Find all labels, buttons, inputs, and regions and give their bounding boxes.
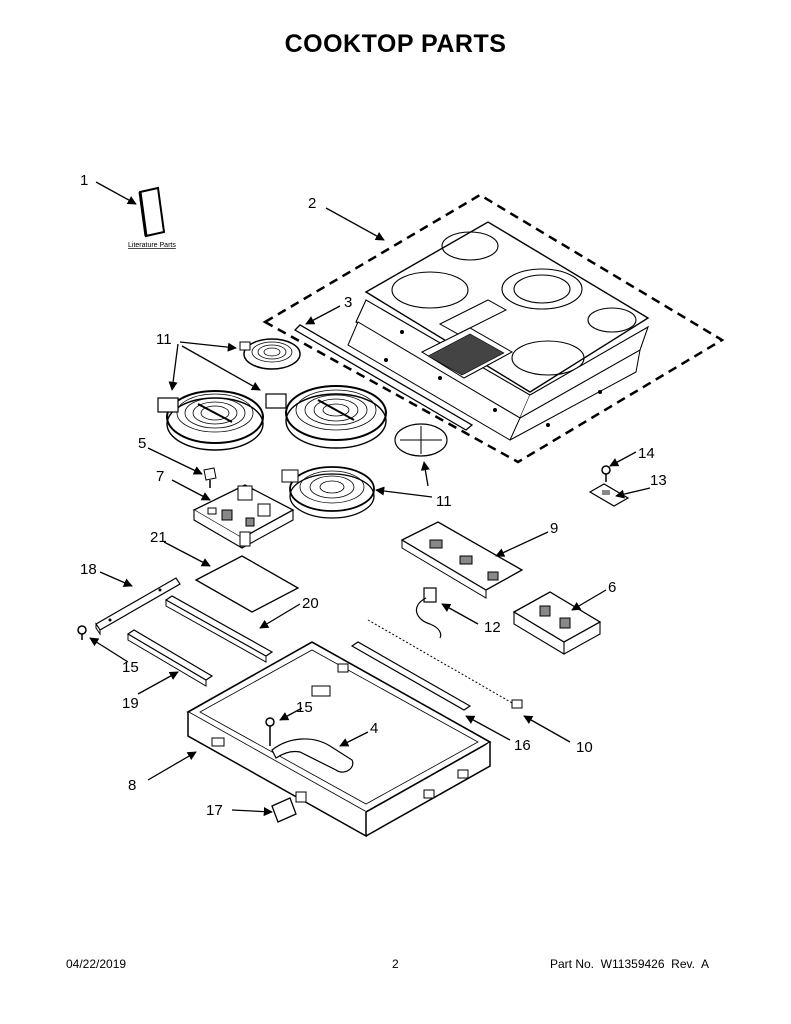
callout-1: 1 — [80, 172, 88, 189]
radiant-element-left — [157, 390, 264, 451]
support-bracket-20 — [164, 595, 274, 663]
radiant-element-center — [265, 385, 387, 449]
radiant-element-small — [239, 338, 301, 370]
radiant-element-rear — [281, 466, 375, 519]
wire-assembly — [367, 619, 523, 709]
callout-16: 16 — [514, 737, 531, 754]
literature-parts-icon: Literature Parts — [128, 186, 176, 249]
callout-12: 12 — [484, 619, 501, 636]
trim-strip — [293, 324, 474, 431]
callout-10: 10 — [576, 739, 593, 756]
burner-box — [186, 641, 492, 838]
screw-14 — [601, 465, 611, 482]
footer-part-number: Part No. W11359426 Rev. A — [550, 957, 709, 971]
support-bracket-19 — [126, 629, 214, 687]
callout-3: 3 — [344, 294, 352, 311]
wiring-harness — [415, 587, 442, 639]
page-title: COOKTOP PARTS — [284, 30, 507, 58]
relay-board — [512, 591, 602, 655]
bracket-clip — [271, 797, 297, 823]
callout-20: 20 — [302, 595, 319, 612]
footer-date: 04/22/2019 — [66, 957, 127, 971]
mounting-bracket — [271, 738, 354, 773]
callout-2: 2 — [308, 195, 316, 212]
callout-6: 6 — [608, 579, 616, 596]
callout-5: 5 — [138, 435, 146, 452]
screw-15b — [265, 717, 275, 746]
callout-4: 4 — [370, 720, 378, 737]
screw-15a — [77, 625, 87, 640]
callout-8: 8 — [128, 777, 136, 794]
callout-13: 13 — [650, 472, 667, 489]
glass-cooktop-assembly — [262, 193, 725, 464]
footer-page-number: 2 — [392, 957, 399, 971]
control-board — [192, 484, 295, 549]
callout-17: 17 — [206, 802, 223, 819]
callout-18: 18 — [80, 561, 97, 578]
callout-21: 21 — [150, 529, 167, 546]
callout-15-left: 15 — [122, 659, 139, 676]
insulation-plate — [194, 555, 300, 613]
callout-14: 14 — [638, 445, 655, 462]
keypad-board — [400, 521, 524, 599]
callout-11-top: 11 — [156, 331, 172, 348]
callout-19: 19 — [122, 695, 139, 712]
sensor-part — [203, 467, 217, 488]
foam-strip — [350, 641, 472, 711]
callout-11-right: 11 — [436, 493, 452, 510]
radiant-element-bracket — [394, 423, 448, 457]
support-bracket-18 — [95, 577, 181, 636]
leader-lines — [89, 181, 651, 817]
literature-parts-label: Literature Parts — [128, 242, 176, 249]
callout-15-box: 15 — [296, 699, 313, 716]
callout-9: 9 — [550, 520, 558, 537]
callout-7: 7 — [156, 468, 164, 485]
terminal-block — [588, 483, 630, 507]
